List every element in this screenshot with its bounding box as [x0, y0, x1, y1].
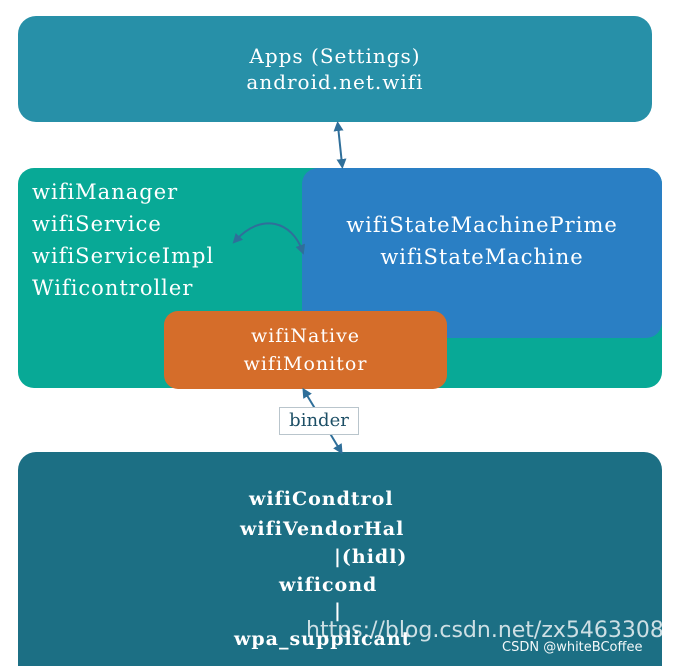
- framework-class-list: wifiManager wifiService wifiServiceImpl …: [32, 176, 214, 304]
- wifi-native-label: wifiNative: [250, 325, 361, 347]
- hal-wpa-supplicant-label: wpa_supplicant: [234, 628, 412, 650]
- native-layer-box: wifiNative wifiMonitor: [164, 311, 447, 389]
- state-machine-prime-label: wifiStateMachinePrime: [346, 213, 618, 237]
- hal-separator: |: [334, 600, 342, 622]
- framework-item-wifiservice: wifiService: [32, 212, 162, 236]
- apps-layer-box: Apps (Settings) android.net.wifi: [18, 16, 652, 122]
- hal-wificondtrol-label: wifiCondtrol: [249, 488, 394, 510]
- hal-wifivendorhal-label: wifiVendorHal: [240, 518, 405, 540]
- framework-item-wificontroller: Wificontroller: [32, 276, 194, 300]
- hal-layer-box: wifiCondtrol wifiVendorHal |(hidl) wific…: [18, 452, 662, 666]
- watermark-url: https://blog.csdn.net/zx54633089: [306, 618, 678, 643]
- hal-wificond-label: wificond: [279, 574, 378, 596]
- apps-package: android.net.wifi: [246, 70, 424, 94]
- apps-framework-double-arrow: [333, 121, 347, 169]
- wifi-monitor-label: wifiMonitor: [243, 353, 368, 375]
- hal-hidl-label: |(hidl): [334, 546, 408, 568]
- apps-title: Apps (Settings): [249, 44, 421, 68]
- watermark-credit: CSDN @whiteBCoffee: [502, 640, 643, 655]
- state-machine-label: wifiStateMachine: [380, 245, 584, 269]
- framework-item-wifimanager: wifiManager: [32, 180, 179, 204]
- service-statemachine-curved-arrow: [232, 222, 306, 255]
- state-machine-box: wifiStateMachinePrime wifiStateMachine: [302, 168, 662, 338]
- binder-label: binder: [279, 407, 359, 435]
- framework-item-wifiserviceimpl: wifiServiceImpl: [32, 244, 215, 268]
